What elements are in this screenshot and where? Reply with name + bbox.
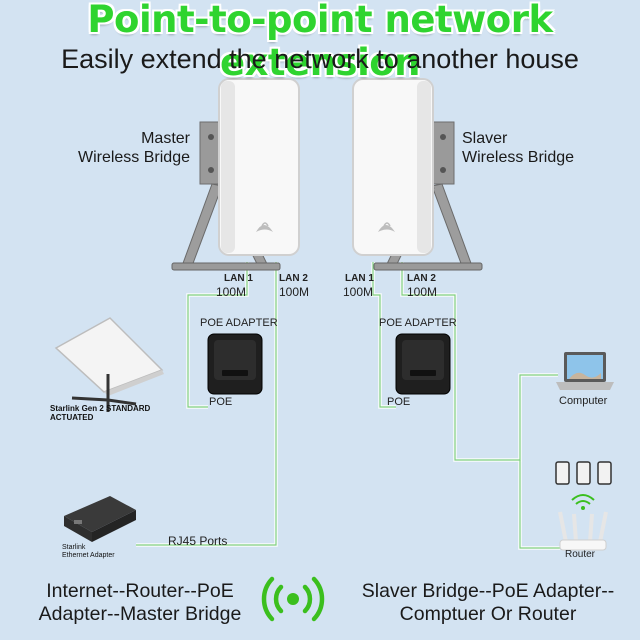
footer-left-line1: Internet--Router--PoE [46,580,234,602]
master-lan1-speed: 100M [216,285,247,299]
starlink-dish [54,317,164,412]
starlink-adapter-label-line1: Starlink [62,544,86,551]
page-title: Point-to-point network extension [87,0,553,84]
slaver-lan2-speed: 100M [407,285,438,299]
master-lan1-label: LAN 1 [224,273,253,284]
master-poe-adapter-label: POE ADAPTER [200,317,278,329]
wireless-signal [261,576,325,622]
phones [555,461,612,485]
slaver-lan1-label: LAN 1 [345,273,374,284]
footer-left: Internet--Router--PoE Adapter--Master Br… [20,580,260,626]
starlink-ethernet-adapter [64,496,136,542]
starlink-dish-label-line2: ACTUATED [50,413,94,422]
router-label: Router [565,549,596,560]
rj45-ports-label: RJ45 Ports [168,534,228,548]
master-poe-adapter [207,333,263,395]
slaver-label: Slaver Wireless Bridge [462,129,612,167]
laptop [556,352,614,390]
master-bridge-body [218,78,300,256]
footer-right-line1: Slaver Bridge--PoE Adapter-- [361,580,615,602]
master-poe-label: POE [209,396,233,408]
router [558,511,608,551]
master-lan2-speed: 100M [279,285,310,299]
footer-left-line2: Adapter--Master Bridge [38,603,242,625]
starlink-adapter-label-line2: Ethernet Adapter [62,552,115,559]
slaver-poe-adapter-label: POE ADAPTER [379,317,457,329]
starlink-dish-label: Starlink Gen 2 STANDARD ACTUATED [50,404,180,422]
slaver-label-line1: Slaver [462,130,508,147]
starlink-dish-label-line1: Starlink Gen 2 STANDARD [50,404,151,413]
master-label: Master Wireless Bridge [70,129,190,167]
master-label-line1: Master [141,130,190,147]
starlink-adapter-label: Starlink Ethernet Adapter [62,544,142,560]
master-lan2-label: LAN 2 [279,273,308,284]
slaver-label-line2: Wireless Bridge [462,149,575,166]
slaver-poe-adapter [395,333,451,395]
slaver-lan2-label: LAN 2 [407,273,436,284]
page-subtitle: Easily extend the network to another hou… [61,44,579,74]
router-wifi [571,494,595,510]
footer-right-line2: Comptuer Or Router [399,603,577,625]
master-label-line2: Wireless Bridge [77,149,190,166]
slaver-poe-label: POE [387,396,411,408]
computer-label: Computer [559,395,608,407]
footer-right: Slaver Bridge--PoE Adapter-- Comptuer Or… [338,580,638,626]
slaver-bridge-body [352,78,434,256]
slaver-lan1-speed: 100M [343,285,374,299]
